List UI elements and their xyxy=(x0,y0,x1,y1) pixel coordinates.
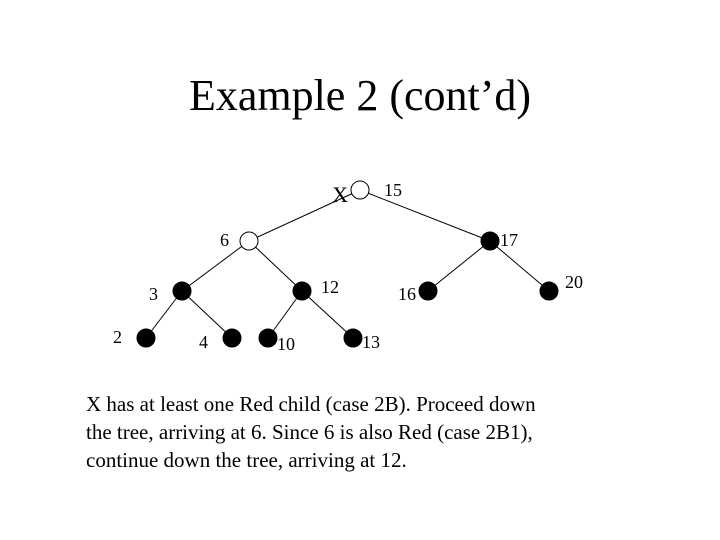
slide-title: Example 2 (cont’d) xyxy=(188,71,532,120)
body-line-3: continue down the tree, arriving at 12. xyxy=(86,448,407,472)
tree-edge-17-20 xyxy=(489,240,550,292)
node-label-2: 2 xyxy=(113,327,122,347)
tree-node-12-black xyxy=(292,281,312,301)
tree-node-2-black xyxy=(136,328,156,348)
tree-node-15-red xyxy=(350,180,370,200)
tree-node-10-black xyxy=(258,328,278,348)
tree-edge-3-4 xyxy=(181,290,233,339)
tree-edge-15-17 xyxy=(359,189,491,242)
tree-edge-15-6 xyxy=(248,189,361,242)
node-label-10: 10 xyxy=(277,334,295,354)
node-label-17: 17 xyxy=(500,230,518,250)
node-label-16: 16 xyxy=(398,284,416,304)
node-label-15: 15 xyxy=(384,180,402,200)
tree-node-4-black xyxy=(222,328,242,348)
slide-body-text: X has at least one Red child (case 2B). … xyxy=(86,390,646,474)
tree-node-3-black xyxy=(172,281,192,301)
body-line-1: X has at least one Red child (case 2B). … xyxy=(86,392,536,416)
node-label-12: 12 xyxy=(321,277,339,297)
tree-edge-17-16 xyxy=(427,240,491,292)
tree-edge-3-2 xyxy=(145,290,183,339)
body-line-2: the tree, arriving at 6. Since 6 is also… xyxy=(86,420,533,444)
node-label-4: 4 xyxy=(199,332,208,352)
node-label-13: 13 xyxy=(362,332,380,352)
tree-node-6-red xyxy=(239,231,259,251)
x-marker-label: X xyxy=(332,182,348,207)
tree-edge-6-12 xyxy=(248,240,303,292)
tree-node-20-black xyxy=(539,281,559,301)
node-label-20: 20 xyxy=(565,272,583,292)
tree-node-16-black xyxy=(418,281,438,301)
node-label-3: 3 xyxy=(149,284,158,304)
tree-edge-6-3 xyxy=(181,240,250,292)
node-label-6: 6 xyxy=(220,230,229,250)
tree-node-13-black xyxy=(343,328,363,348)
tree-node-17-black xyxy=(480,231,500,251)
tree-edge-12-13 xyxy=(301,290,354,339)
tree-edge-12-10 xyxy=(267,290,303,339)
